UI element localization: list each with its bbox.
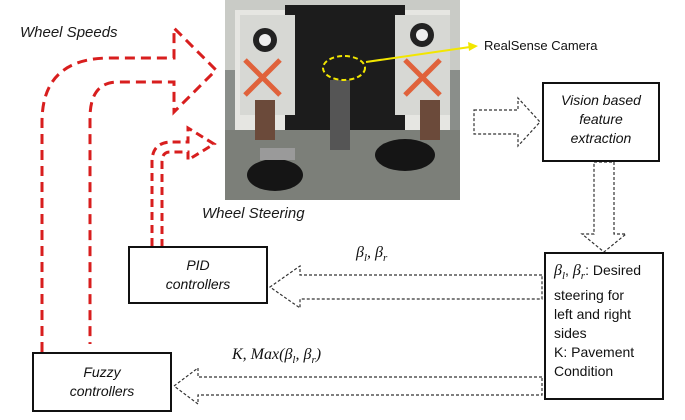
- camera-marker: [322, 55, 366, 81]
- vision-box: Vision based feature extraction: [542, 82, 660, 162]
- desc-to-pid-arrow: [268, 264, 543, 310]
- camera-pointer-head: [468, 42, 478, 51]
- vision-line-1: Vision based: [561, 92, 641, 108]
- desc-line-3: left and right: [554, 305, 632, 322]
- desc-to-fuzzy-arrow: [173, 366, 543, 406]
- camera-pointer-line: [365, 46, 471, 63]
- desc-line-2: steering for: [554, 286, 625, 303]
- desc-line-beta: βl, βr: Desired: [554, 262, 642, 282]
- vision-to-desc-arrow: [580, 161, 628, 253]
- robot-illustration: [225, 0, 460, 200]
- wheel-steering-label: Wheel Steering: [202, 205, 305, 222]
- desc-box: βl, βr: Desired steering for left and ri…: [544, 252, 664, 400]
- fuzzy-line-2: controllers: [69, 383, 135, 399]
- photo-to-vision-arrow: [473, 96, 541, 148]
- wheel-speeds-arrow: [40, 24, 219, 352]
- desc-line-6: Condition: [554, 362, 614, 379]
- pid-line-1: PID: [186, 257, 210, 273]
- wheel-speeds-label: Wheel Speeds: [20, 24, 118, 41]
- robot-photo: [225, 0, 460, 200]
- beta-pid-label: βl, βr: [356, 244, 388, 265]
- pid-line-2: controllers: [165, 276, 231, 292]
- vision-line-2: feature: [579, 111, 623, 127]
- k-max-label: K, Max(βl, βr): [232, 346, 322, 367]
- desc-line-4: sides: [554, 324, 587, 341]
- fuzzy-box: Fuzzy controllers: [32, 352, 172, 412]
- camera-label: RealSense Camera: [484, 38, 598, 53]
- desc-line-5: K: Pavement: [554, 343, 635, 360]
- fuzzy-line-1: Fuzzy: [83, 364, 121, 380]
- wheel-steering-arrow: [150, 125, 217, 246]
- vision-line-3: extraction: [570, 130, 632, 146]
- pid-box: PID controllers: [128, 246, 268, 304]
